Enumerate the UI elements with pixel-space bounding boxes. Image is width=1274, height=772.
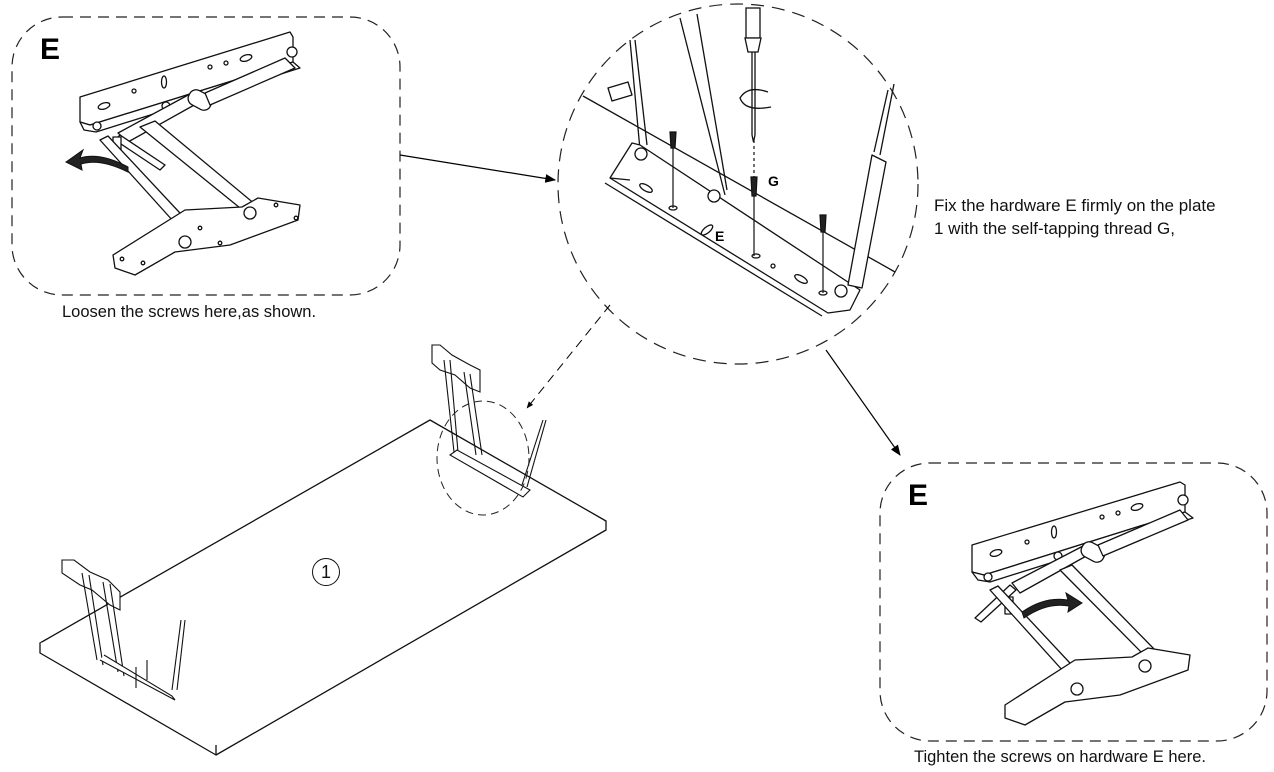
panel-tighten-caption: Tighten the screws on hardware E here. bbox=[914, 748, 1206, 766]
detail-callout-circle bbox=[436, 400, 530, 516]
loosen-arrow-icon bbox=[65, 148, 129, 173]
panel-loosen-frame bbox=[11, 16, 401, 296]
hardware-e-right-on-plate bbox=[431, 344, 547, 498]
panel-loosen-label: E bbox=[40, 33, 61, 66]
plate-number-badge: 1 bbox=[312, 558, 340, 586]
instruction-line-1: Fix the hardware E firmly on the plate bbox=[934, 196, 1216, 215]
panel-tighten-frame bbox=[879, 462, 1268, 742]
detail-circle-frame bbox=[557, 3, 919, 365]
tighten-arrow-icon bbox=[1021, 591, 1083, 619]
connector-arrow-to-detail bbox=[399, 154, 557, 183]
hardware-e-left-on-plate bbox=[61, 559, 186, 701]
connector-arrow-to-tighten bbox=[825, 349, 901, 456]
panel-loosen-caption: Loosen the screws here,as shown. bbox=[62, 303, 317, 321]
connector-arrow-to-plate bbox=[526, 304, 611, 409]
part-label-e: E bbox=[715, 228, 725, 244]
part-label-g: G bbox=[768, 173, 779, 189]
hardware-e-loosen-illustration bbox=[79, 31, 301, 276]
instruction-line-2: 1 with the self-tapping thread G, bbox=[934, 219, 1175, 238]
screws-g bbox=[669, 131, 827, 293]
plate-1-illustration bbox=[39, 419, 607, 756]
screwdriver-icon bbox=[739, 7, 772, 143]
instruction-text: Fix the hardware E firmly on the plate 1… bbox=[934, 194, 1216, 240]
hardware-e-tighten-illustration bbox=[971, 481, 1194, 726]
detail-circle-illustration bbox=[582, 13, 896, 317]
panel-tighten-label: E bbox=[908, 479, 929, 512]
